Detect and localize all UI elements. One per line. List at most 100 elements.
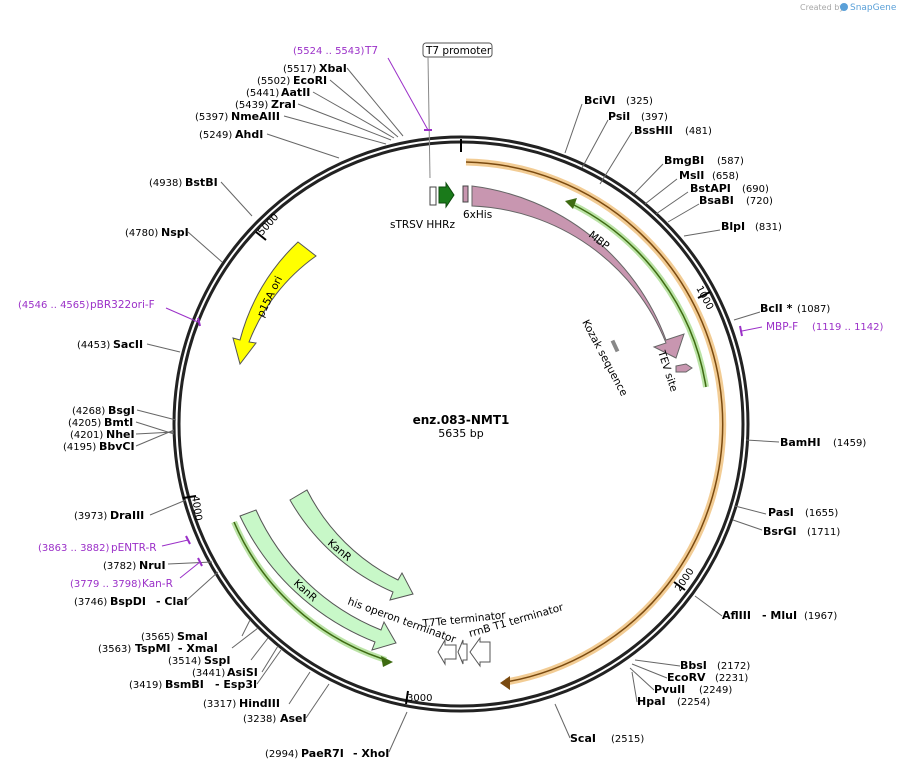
enzyme-leader-line [581,119,609,169]
enzyme-position: (831) [755,222,782,233]
enzyme-name: HindIII [239,697,280,710]
his-terminator-feature [437,638,457,666]
enzyme-site-38: ZraI(5439) [235,98,392,141]
primer-tick [197,317,201,327]
enzyme-position: (5441) [246,88,279,99]
enzyme-site-27: NruI(3782) [103,559,213,572]
enzyme-position: (5439) [235,100,268,111]
enzyme-leader-line [734,505,767,515]
enzyme-name: BbsI [680,659,707,672]
enzyme-leader-line [745,439,780,443]
enzyme-leader-line [733,311,761,321]
enzyme-position: (1459) [833,438,866,449]
snapgene-logo-icon [840,3,848,11]
enzyme-leader-line [631,663,668,679]
enzyme-position: (690) [742,184,769,195]
enzyme-leader-line [564,103,583,154]
enzyme-name: SspI [204,654,230,667]
enzyme-name: BsmBI [165,678,204,691]
enzyme-site-26: BspDI- ClaI(3746) [74,571,219,608]
t7-promoter-arrow [438,181,455,209]
enzyme-position: (3514) [168,656,201,667]
enzyme-site-12: AflIII- MluI(1967) [694,595,837,622]
t7-promoter-label: T7 promoter [425,45,492,57]
enzyme-position: (1967) [804,611,837,622]
strsv-label: sTRSV HHRz [390,219,455,231]
enzyme-site-6: BsaBI(720) [667,194,773,223]
tick-1000 [697,291,711,299]
enzyme-position: (1655) [805,508,838,519]
enzyme-leader-line [655,191,689,215]
enzyme-name: BstAPI [690,182,731,195]
primer-leader-line [387,57,429,131]
tick-2000 [673,581,686,591]
enzyme-position: (481) [685,126,712,137]
enzyme-site-16: HpaI(2254) [631,671,710,708]
enzyme-site-8: BclI *(1087) [733,302,830,321]
enzyme-name: TspMI [135,642,171,655]
enzyme-site-15: PvuII(2249) [629,667,732,696]
primer-position: (1119 .. 1142) [812,322,884,333]
enzyme-site-24: TspMI- XmaI(3563) [98,627,259,655]
enzyme-site-5: BstAPI (690) [655,182,769,215]
enzyme-leader-line [187,231,223,263]
enzyme-site-31: BmtI(4205) [68,416,175,435]
enzyme-position: (3565) [141,632,174,643]
enzyme-leader-line [167,561,213,565]
enzyme-name: AsiSI [227,666,258,679]
enzyme-name: DraIII [110,509,144,522]
enzyme-leader-line [634,659,681,667]
enzyme-position: (4938) [149,178,182,189]
enzyme-name: HpaI [637,695,666,708]
kan-orf-arc-line [233,521,387,661]
primer-name: pBR322ori-F [90,299,155,311]
enzyme-name: EcoRV [667,671,706,684]
enzyme-position: (2994) [265,749,298,760]
enzyme-leader-line [266,133,340,159]
enzyme-leader-line [732,519,763,531]
enzyme-leader-line [631,671,638,703]
t7-promoter-box [422,42,493,58]
enzyme-site-1: PsiI(397) [581,110,668,169]
enzyme-site-36: AhdI(5249) [199,128,340,159]
enzyme-name: NruI [139,559,166,572]
enzyme-name-2: - XmaI [178,642,218,655]
enzyme-position: (658) [712,171,739,182]
tev-site-feature [675,363,693,373]
enzyme-name-2: - Esp3I [215,678,257,691]
enzyme-site-25: SmaI(3565) [141,619,251,643]
enzyme-leader-line [288,671,311,705]
enzyme-site-28: DraIII(3973) [74,499,187,522]
enzyme-site-37: NmeAIII(5397) [195,110,387,145]
enzyme-name: BsgI [108,404,135,417]
enzyme-name: BmgBI [664,154,704,167]
enzyme-leader-line [149,499,187,516]
enzyme-site-4: MslI(658) [644,169,739,205]
enzyme-position: (3419) [129,680,162,691]
primer-leader-line [741,326,763,332]
primer-position: (3779 .. 3798) [70,579,142,590]
enzyme-name: BsaBI [699,194,734,207]
primer-site-1: MBP-F(1119 .. 1142) [739,321,884,337]
rrnb-terminator-feature [469,636,491,668]
enzyme-position: (2515) [611,734,644,745]
kozak-label: Kozak sequence [579,318,629,398]
enzyme-name: AflIII [722,609,751,622]
primer-position: (4546 .. 4565) [18,300,90,311]
enzyme-site-30: NheI(4201) [70,428,175,441]
enzyme-name: PsiI [608,110,630,123]
enzyme-site-40: EcoRI(5502) [257,74,399,138]
enzyme-position: (1087) [797,304,830,315]
enzyme-site-19: AseI(3238) [243,683,330,725]
enzyme-site-3: BmgBI(587) [633,154,744,195]
plasmid-length: 5635 bp [438,427,483,440]
enzyme-leader-line [644,178,678,205]
enzyme-site-9: BamHI(1459) [745,436,866,449]
enzyme-leader-line [667,203,700,223]
plasmid-name: enz.083-NMT1 [413,413,510,427]
primer-site-4: Kan-R(3779 .. 3798) [70,557,203,590]
t7-promoter-leader [427,56,431,179]
tick-label-3000: 3000 [407,693,432,704]
primer-sites: T7(5524 .. 5543)MBP-F(1119 .. 1142)pBR32… [18,45,884,590]
